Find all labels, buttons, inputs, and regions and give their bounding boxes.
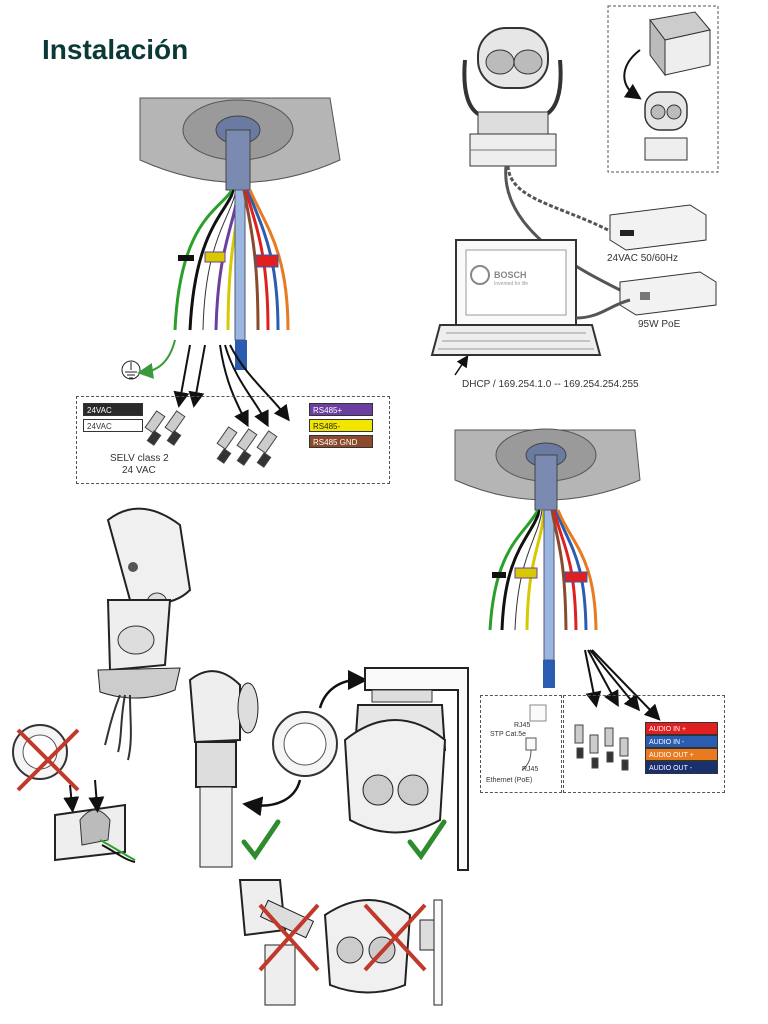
laptop-brand: BOSCH <box>494 270 527 280</box>
poe-label: 95W PoE <box>638 319 681 330</box>
rj45-eth-cable-label: Ethernet (PoE) <box>486 777 533 784</box>
power-tag-1: 24VAC <box>83 403 143 416</box>
selv-label: SELV class 2 <box>110 453 169 464</box>
rj45-eth-label: RJ45 <box>522 766 539 773</box>
page-title: Instalación <box>42 34 189 65</box>
cross-icon <box>258 903 320 972</box>
power-rs485-connection-box <box>76 396 390 484</box>
rs485-minus-tag: RS485- <box>309 419 373 432</box>
cross-icon <box>16 728 80 792</box>
cross-icon <box>363 903 427 972</box>
check-icon <box>241 819 281 861</box>
audio-out-plus-tag: AUDIO OUT + <box>645 748 718 761</box>
rj45-stp-label: RJ45 <box>514 722 531 729</box>
selv-voltage-label: 24 VAC <box>122 465 156 476</box>
check-icon <box>407 819 447 861</box>
ac-supply-label: 24VAC 50/60Hz <box>607 253 678 264</box>
mounting-illustration <box>12 507 192 863</box>
rj45-connection-box <box>480 695 562 793</box>
mount-orientation-illustration <box>188 667 469 1006</box>
power-tag-2: 24VAC <box>83 419 143 432</box>
rj45-stp-cable-label: STP Cat.5e <box>490 731 527 738</box>
rs485-gnd-tag: RS485 GND <box>309 435 373 448</box>
bottom-wiring-illustration <box>454 428 661 771</box>
camera-power-illustration <box>430 5 719 376</box>
laptop-tagline: Invented for life <box>494 281 529 287</box>
dhcp-label: DHCP / 169.254.1.0 -- 169.254.254.255 <box>462 379 639 390</box>
audio-in-plus-tag: AUDIO IN + <box>645 722 718 735</box>
audio-in-minus-tag: AUDIO IN - <box>645 735 718 748</box>
audio-out-minus-tag: AUDIO OUT - <box>645 761 718 774</box>
top-wiring-illustration <box>121 97 341 468</box>
audio-connection-box <box>563 695 725 793</box>
rs485-plus-tag: RS485+ <box>309 403 373 416</box>
